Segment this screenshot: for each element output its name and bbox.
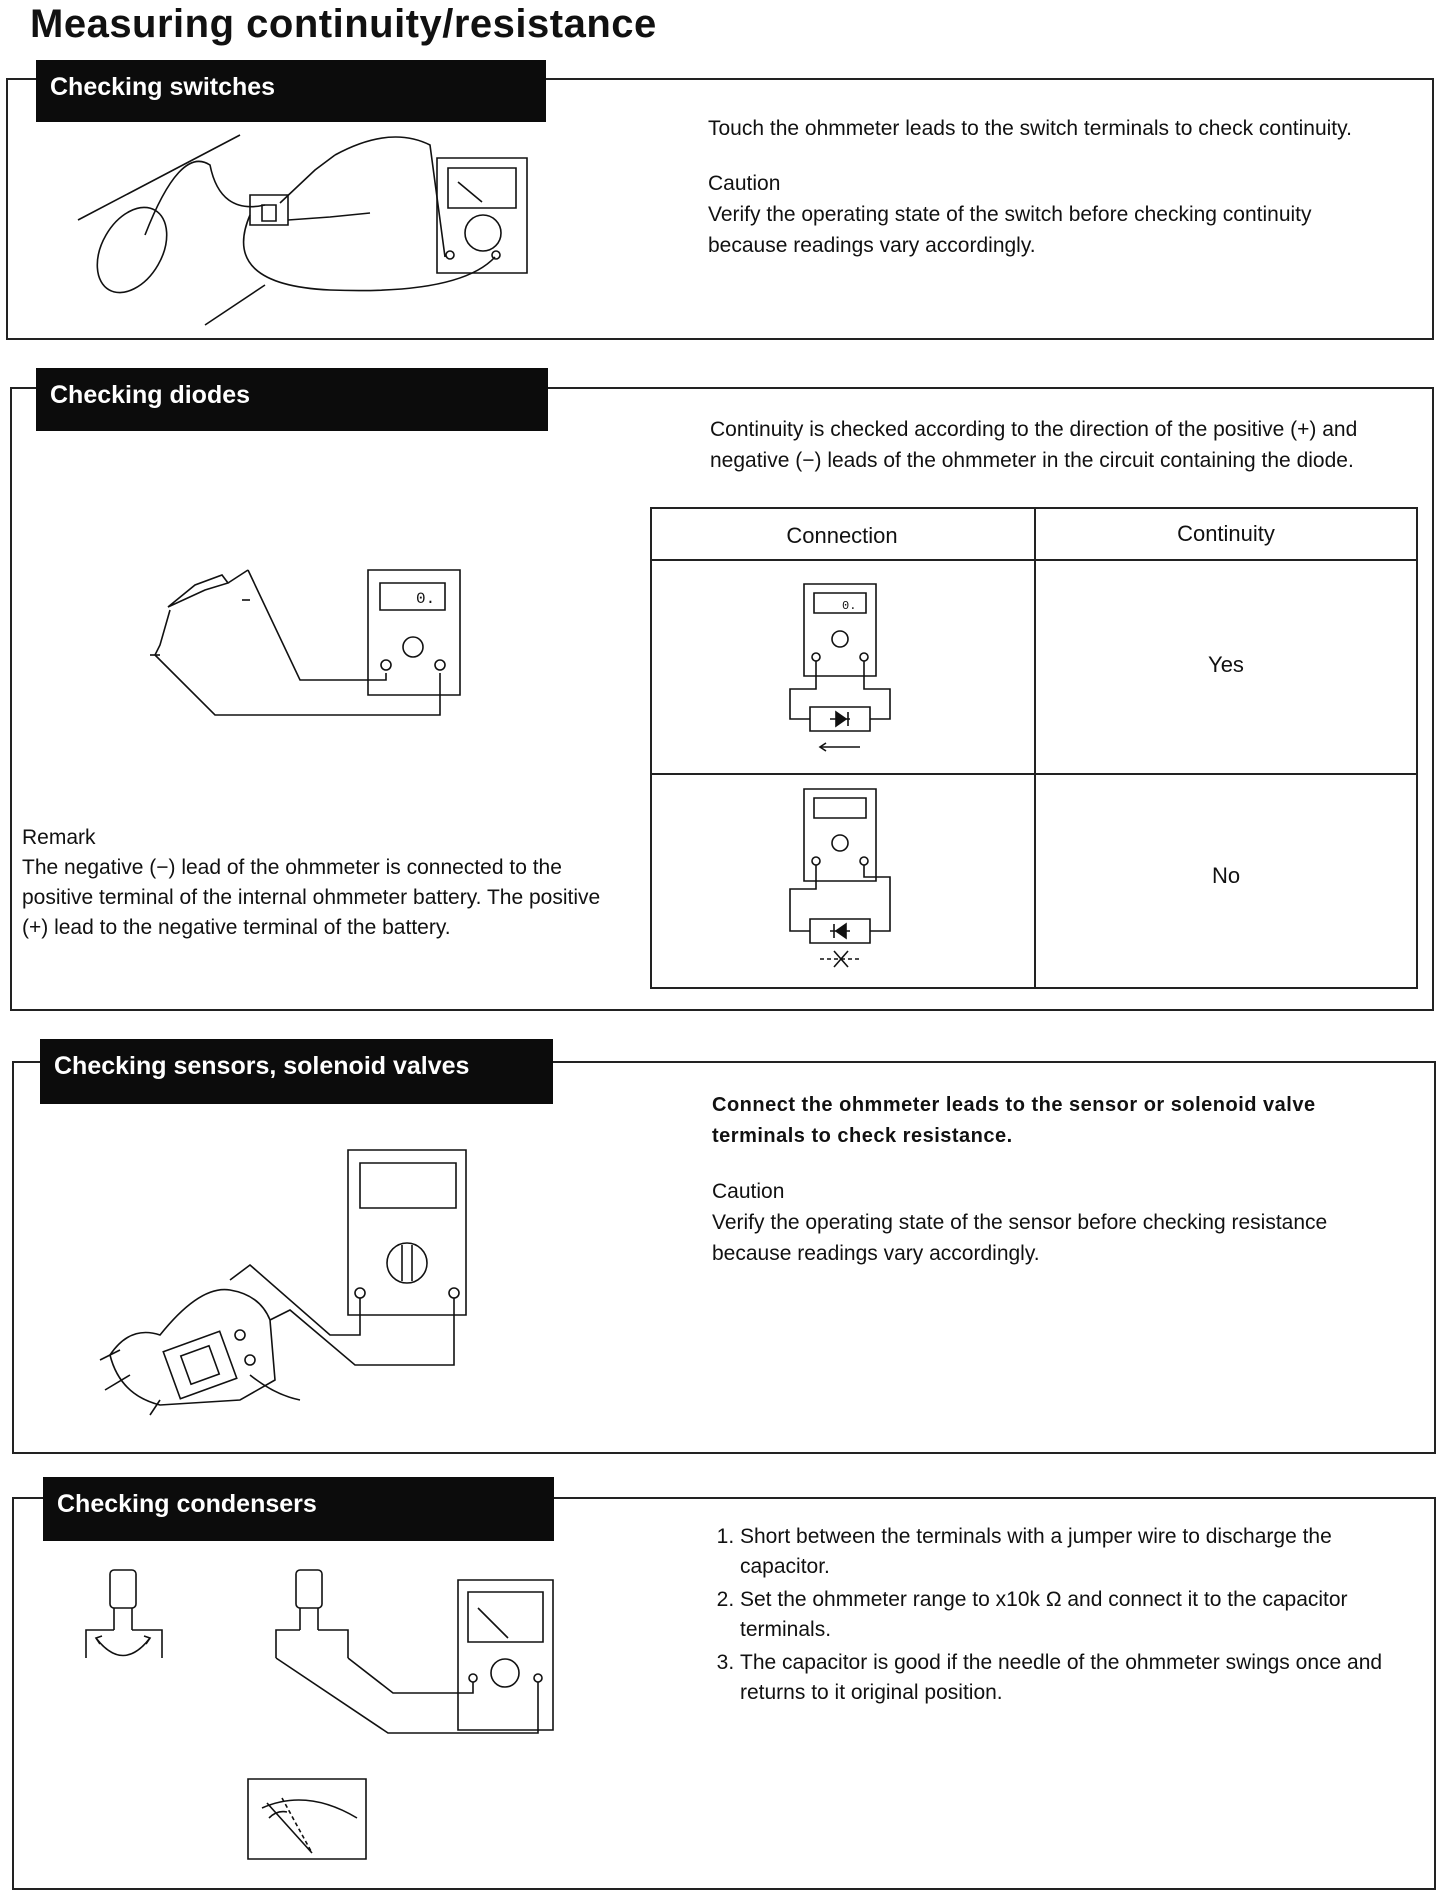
sensor-ohmmeter-illustration — [100, 1145, 480, 1415]
condensers-section — [12, 1497, 1436, 1890]
diodes-remark-block: Remark The negative (−) lead of the ohmm… — [22, 823, 622, 943]
diode-forward-connection-icon: 0. — [780, 579, 915, 759]
capacitor-discharge-icon — [80, 1568, 170, 1678]
switches-instruction: Touch the ohmmeter leads to the switch t… — [708, 117, 1352, 140]
condensers-step-2: Set the ohmmeter range to x10k Ω and con… — [740, 1585, 1412, 1645]
table-header-connection: Connection — [786, 523, 898, 548]
diode-reverse-connection-icon — [780, 781, 915, 981]
condensers-step-3: The capacitor is good if the needle of t… — [740, 1648, 1412, 1708]
sensors-caution-label: Caution — [712, 1180, 785, 1203]
switch-ohmmeter-illustration — [70, 125, 530, 325]
diodes-section — [10, 387, 1434, 1011]
condensers-steps-block: Short between the terminals with a jumpe… — [712, 1522, 1412, 1711]
switches-caution-text: Verify the operating state of the switch… — [708, 203, 1312, 257]
table-column-divider — [1034, 509, 1036, 987]
diodes-instruction: Continuity is checked according to the d… — [710, 418, 1358, 472]
sensors-instruction: Connect the ohmmeter leads to the sensor… — [712, 1094, 1316, 1147]
diode-ohmmeter-illustration: 0. — [150, 555, 470, 720]
diode-continuity-table: Connection Continuity 0. Yes — [650, 507, 1418, 989]
svg-text:0.: 0. — [842, 599, 856, 613]
condensers-steps-list: Short between the terminals with a jumpe… — [712, 1522, 1412, 1708]
sensors-text-block: Connect the ohmmeter leads to the sensor… — [712, 1090, 1402, 1269]
ohmmeter-needle-swing-icon — [247, 1778, 367, 1860]
capacitor-ohmmeter-connection-icon — [268, 1568, 558, 1738]
diodes-remark-text: The negative (−) lead of the ohmmeter is… — [22, 856, 601, 939]
condensers-heading: Checking condensers — [43, 1477, 554, 1541]
diodes-remark-label: Remark — [22, 826, 96, 849]
switches-section — [6, 78, 1434, 340]
diodes-heading: Checking diodes — [36, 368, 548, 431]
switches-heading: Checking switches — [36, 60, 546, 122]
sensors-heading: Checking sensors, solenoid valves — [40, 1039, 553, 1104]
continuity-no: No — [1211, 863, 1241, 888]
svg-text:0.: 0. — [416, 590, 435, 608]
table-row-divider — [652, 773, 1416, 775]
sensors-section — [12, 1061, 1436, 1454]
switches-caution-label: Caution — [708, 172, 781, 195]
condensers-step-1: Short between the terminals with a jumpe… — [740, 1522, 1412, 1582]
continuity-yes: Yes — [1208, 652, 1244, 677]
table-header-continuity: Continuity — [1177, 521, 1275, 546]
switches-text-block: Touch the ohmmeter leads to the switch t… — [708, 113, 1368, 261]
sensors-caution-text: Verify the operating state of the sensor… — [712, 1211, 1328, 1265]
page-title: Measuring continuity/resistance — [30, 2, 657, 46]
